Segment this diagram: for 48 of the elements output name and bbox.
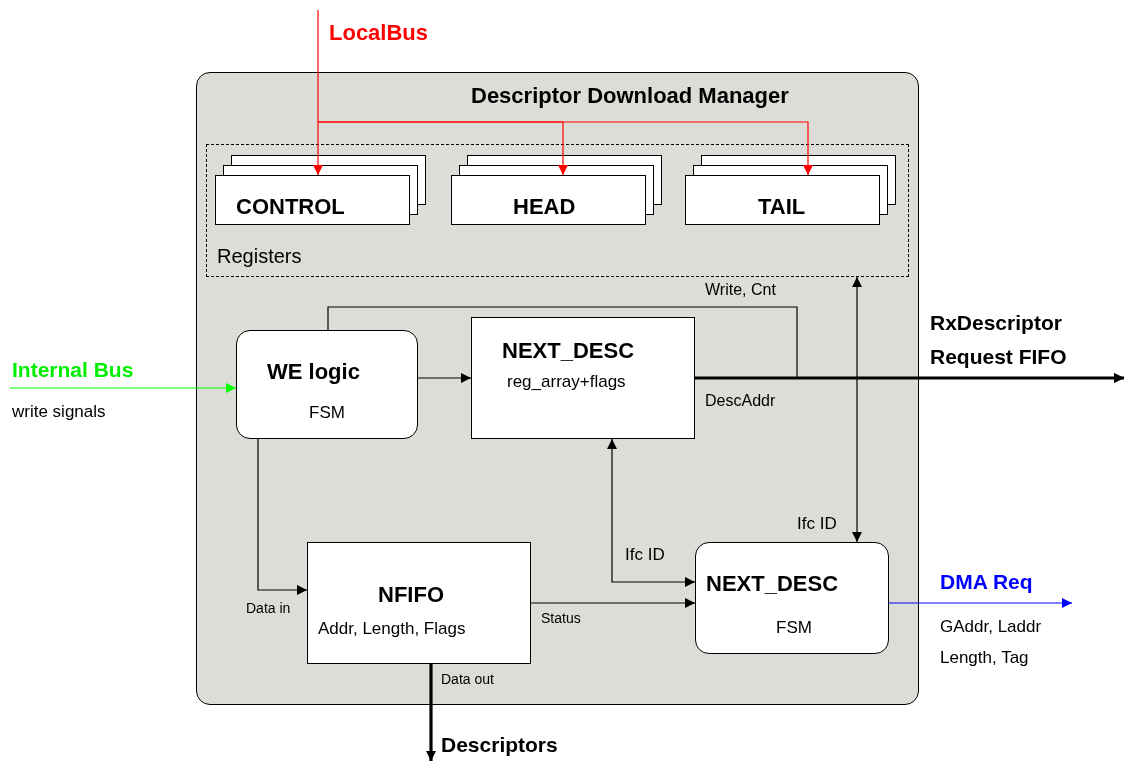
edge-label: Write, Cnt [705, 281, 776, 299]
bus-label: Internal Bus [12, 358, 134, 382]
block-subtitle: FSM [309, 403, 345, 423]
arrow [888, 598, 1073, 608]
state-machine-block [695, 542, 889, 654]
block-title: NFIFO [378, 582, 444, 608]
edge-label: Ifc ID [797, 514, 837, 534]
block-subtitle: FSM [776, 618, 812, 638]
arrow [695, 373, 1124, 383]
bus-label: DMA Req [940, 570, 1033, 594]
edge-label: Ifc ID [625, 545, 665, 565]
module-title: Descriptor Download Manager [471, 83, 789, 109]
arrow [257, 438, 308, 595]
output-label: RxDescriptor Request FIFO [930, 310, 1068, 370]
register-group [206, 144, 909, 277]
arrow [530, 598, 696, 608]
arrow [852, 276, 862, 543]
group-label: Registers [217, 245, 302, 268]
arrow [9, 383, 237, 393]
register-array-block [471, 317, 695, 439]
block-title: WE logic [267, 359, 360, 385]
edge-label: DescAddr [705, 392, 776, 410]
output-label: Descriptors [441, 733, 558, 757]
arrow [417, 373, 472, 383]
signal-label: GAddr, Laddr [940, 617, 1042, 637]
block-title: NEXT_DESC [502, 338, 635, 364]
arrow [607, 438, 696, 587]
register-name: TAIL [758, 194, 806, 220]
logic-block [236, 330, 418, 439]
block-title: NEXT_DESC [706, 571, 839, 597]
block-subtitle: Addr, Length, Flags [318, 619, 466, 639]
register-name: CONTROL [236, 194, 345, 220]
block-subtitle: reg_array+flags [507, 372, 626, 392]
signal-label: write signals [12, 402, 106, 422]
edge-label: Data out [441, 671, 494, 687]
edge-label: Data in [246, 600, 291, 616]
register-box [451, 175, 646, 225]
register-box [685, 175, 880, 225]
register-box [215, 175, 410, 225]
arrow [317, 121, 813, 176]
bus-label: LocalBus [329, 20, 429, 46]
fifo-block [307, 542, 531, 664]
arrow [426, 664, 436, 761]
arrow [313, 9, 323, 176]
edge-label: Status [541, 610, 581, 626]
signal-label: Length, Tag [940, 648, 1029, 668]
module-container [196, 72, 919, 705]
register-name: HEAD [513, 194, 576, 220]
